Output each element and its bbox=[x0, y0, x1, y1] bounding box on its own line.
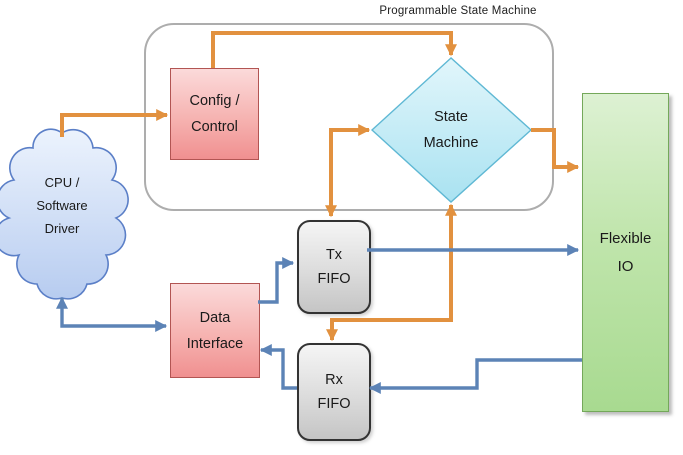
edge-cloud-data-interface bbox=[56, 296, 168, 332]
node-state-machine-label: State Machine bbox=[423, 109, 479, 151]
edge-rxfifo-to-data-interface bbox=[259, 344, 297, 390]
node-config-control: Config / Control bbox=[170, 68, 259, 160]
node-rx-fifo: Rx FIFO bbox=[297, 343, 371, 441]
node-cloud-label: CPU / Software Driver bbox=[36, 174, 88, 236]
edge-data-interface-to-txfifo bbox=[258, 257, 295, 304]
edge-flexible-io-to-rxfifo bbox=[368, 358, 582, 394]
node-data-interface: Data Interface bbox=[170, 283, 260, 378]
node-flexible-io: Flexible IO bbox=[582, 93, 669, 412]
node-tx-fifo: Tx FIFO bbox=[297, 220, 371, 314]
group-title: Programmable State Machine bbox=[379, 5, 537, 17]
